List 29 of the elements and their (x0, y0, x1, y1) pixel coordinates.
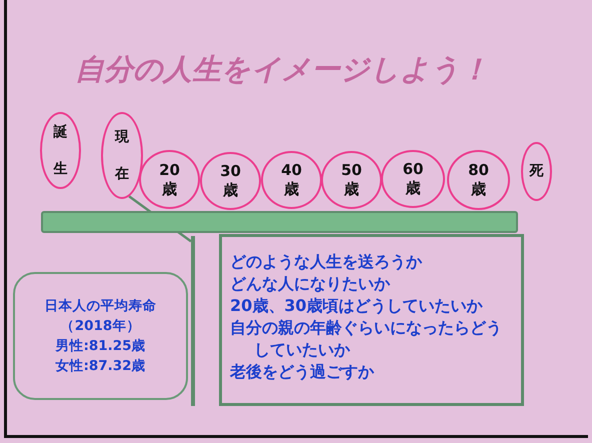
milestone-label: 50歳 (340, 161, 363, 199)
info-text: 女性:87.32歳 (55, 357, 146, 376)
milestone-label: 60歳 (402, 160, 424, 198)
question-box (219, 234, 524, 406)
info-text: （2018年） (60, 317, 140, 336)
age-oval (261, 151, 322, 209)
milestone-oval (521, 142, 552, 201)
age-oval (139, 150, 200, 209)
milestone-label: 80歳 (467, 161, 490, 199)
milestone-label: 30歳 (219, 162, 242, 200)
age-oval (321, 151, 382, 209)
timeline-bar (41, 211, 518, 233)
milestone-label: 現在 (115, 128, 129, 184)
question-text: 老後をどう過ごすか (230, 361, 375, 383)
question-text: 自分の親の年齢ぐらいになったらどうしていたいか (230, 317, 503, 361)
question-text: どんな人になりたいか (230, 273, 391, 295)
question-text: どのような人生を送ろうか (230, 251, 423, 273)
info-text: 日本人の平均寿命 (44, 297, 156, 316)
milestone-label: 40歳 (280, 161, 303, 199)
info-box (13, 272, 188, 400)
info-text: 男性:81.25歳 (55, 337, 146, 356)
milestone-oval (40, 112, 81, 189)
question-text: 20歳、30歳頃はどうしていたいか (230, 295, 484, 317)
milestone-label: 死 (530, 162, 544, 182)
milestone-label: 誕生 (54, 123, 68, 178)
milestone-oval (101, 112, 143, 199)
age-oval (381, 150, 445, 208)
slide-title: 自分の人生をイメージしよう！ (75, 51, 489, 88)
milestone-label: 20歳 (158, 160, 181, 198)
